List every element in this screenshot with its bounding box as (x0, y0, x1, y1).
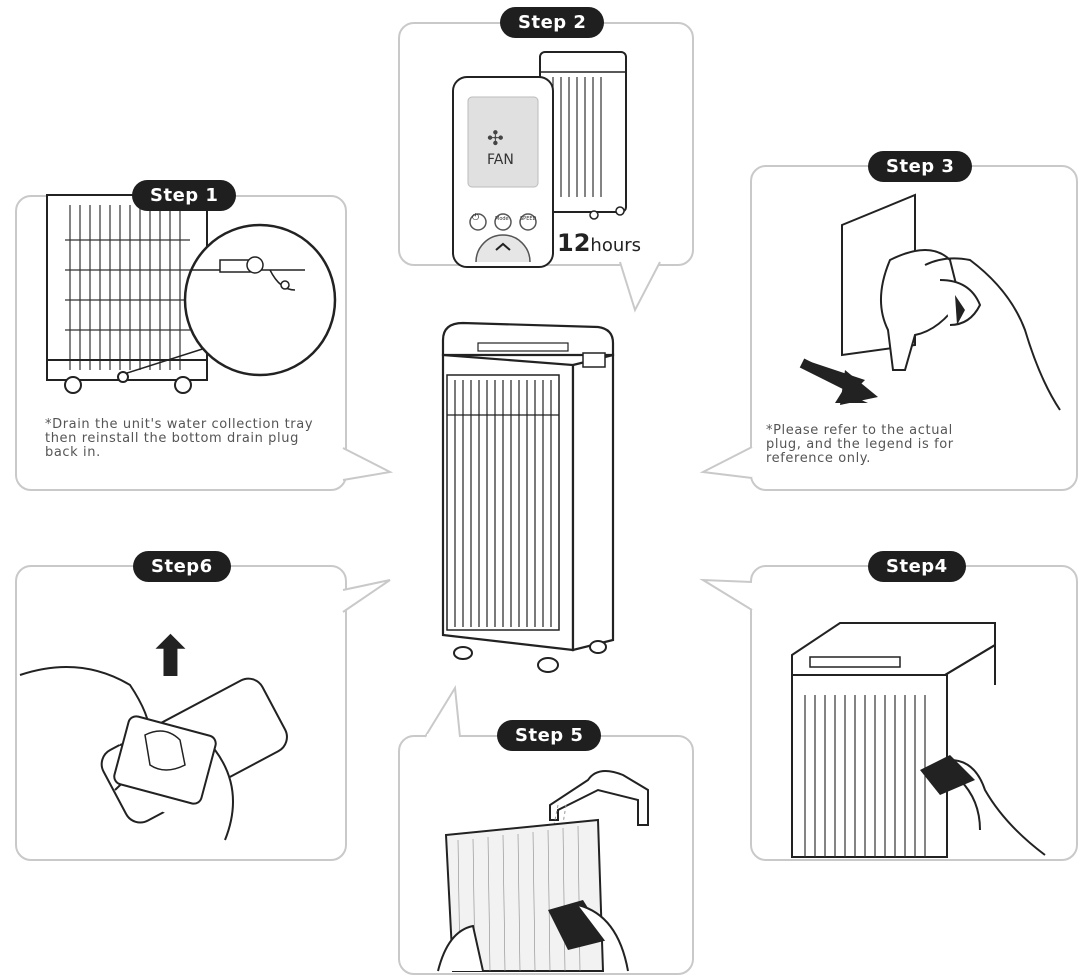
step1-note: *Drain the unit's water collection tray … (45, 417, 314, 460)
timer-number: 12 (557, 229, 591, 257)
step6-badge: Step6 (133, 551, 231, 582)
arrow-up-icon: ⬆ (147, 625, 194, 690)
portable-air-conditioner (441, 321, 615, 673)
step6-illustration (19, 666, 288, 841)
step3-note: *Please refer to the actual plug, and th… (766, 423, 954, 466)
step5-illustration (437, 770, 649, 972)
step2-illustration (452, 51, 627, 268)
step2-badge: Step 2 (500, 7, 605, 38)
step3-badge: Step 3 (868, 151, 973, 182)
step3-illustration (799, 193, 1061, 411)
mode-button-label: Mode (495, 216, 509, 222)
step4-badge: Step4 (868, 551, 966, 582)
step4-illustration (791, 622, 1046, 858)
timer-value: 12hours (557, 229, 641, 257)
step1-illustration (46, 194, 337, 394)
step5-badge: Step 5 (497, 720, 602, 751)
fan-label: FAN (487, 152, 514, 168)
speed-button-label: SPEED (520, 216, 537, 222)
timer-unit: hours (590, 235, 642, 256)
fan-icon: ✣ (487, 126, 504, 150)
power-icon: ⏻ (472, 213, 480, 223)
step1-badge: Step 1 (132, 180, 237, 211)
